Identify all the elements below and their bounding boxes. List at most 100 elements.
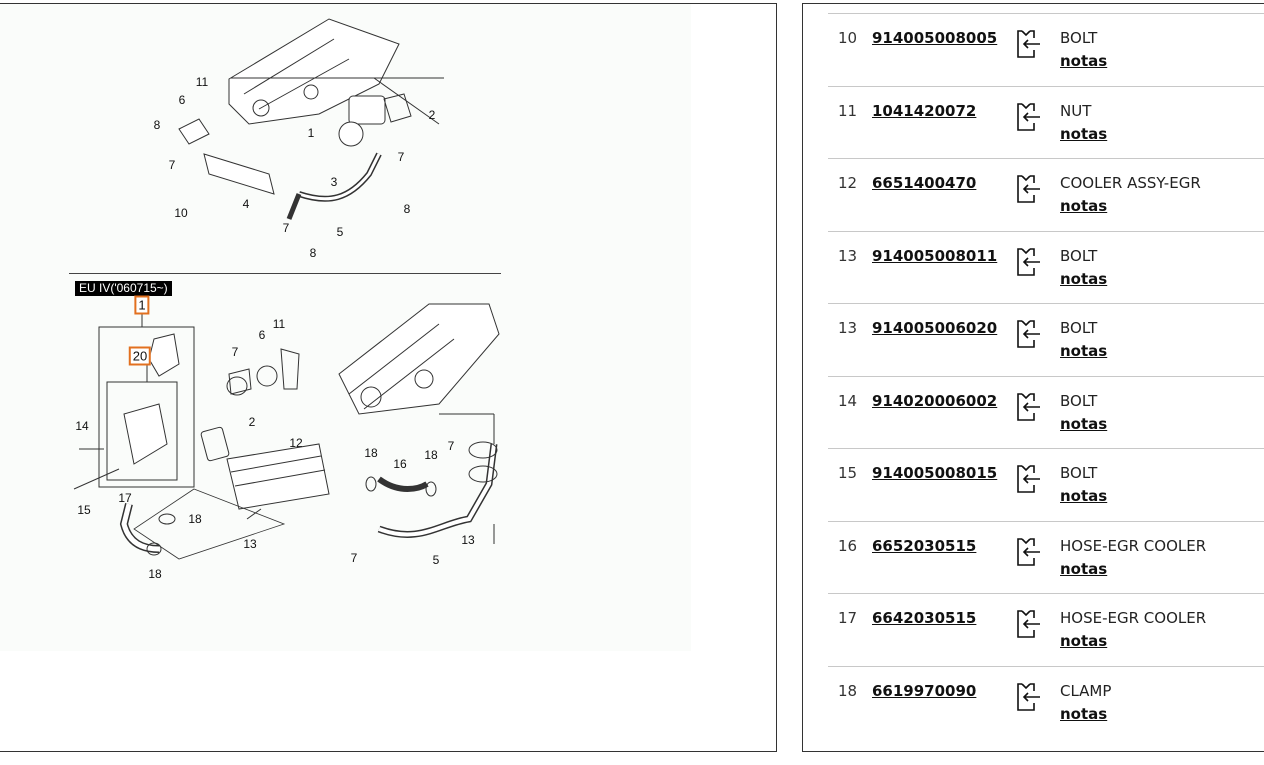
notes-link[interactable]: notas	[1060, 269, 1108, 288]
part-code-link[interactable]: 914020006002	[872, 391, 998, 410]
callout[interactable]: 7	[447, 439, 455, 453]
parts-list: 10 914005008005 BOLT notas 11 1041420072…	[802, 3, 1264, 752]
notes-link[interactable]: notas	[1060, 559, 1108, 578]
callout[interactable]: 5	[336, 225, 344, 239]
variant-label: EU IV('060715~)	[75, 281, 172, 296]
notes-link[interactable]: notas	[1060, 52, 1108, 70]
notes-link[interactable]: notas	[1060, 487, 1108, 505]
callout[interactable]: 10	[174, 206, 188, 220]
part-number-ref: 13	[838, 246, 858, 265]
part-number-ref: 11	[838, 101, 858, 120]
callout[interactable]: 7	[282, 221, 290, 235]
part-number-ref: 16	[838, 536, 858, 555]
add-to-list-icon[interactable]	[1014, 608, 1042, 644]
add-to-list-icon[interactable]	[1014, 101, 1042, 137]
part-code-link[interactable]: 6651400470	[872, 174, 977, 192]
part-description: NUT	[1060, 101, 1092, 120]
part-row: 13 914005008011 BOLT notas	[828, 230, 1264, 304]
callout-highlighted[interactable]: 1	[134, 295, 150, 315]
callout[interactable]: 6	[178, 93, 186, 107]
callout[interactable]: 1	[307, 126, 315, 140]
part-row: 17 6642030515 HOSE-EGR COOLER notas	[828, 593, 1264, 666]
callout[interactable]: 12	[289, 436, 303, 450]
callout[interactable]: 7	[397, 150, 405, 164]
part-number-ref: 14	[838, 391, 858, 410]
part-row: 13 914005006020 BOLT notas	[828, 303, 1264, 376]
callout[interactable]: 18	[148, 567, 162, 581]
part-description: BOLT	[1060, 464, 1098, 482]
callout[interactable]: 2	[428, 108, 436, 122]
part-description: BOLT	[1060, 29, 1098, 47]
notes-link[interactable]: notas	[1060, 414, 1108, 433]
part-row: 15 914005008015 BOLT notas	[828, 448, 1264, 521]
notes-link[interactable]: notas	[1060, 704, 1108, 723]
part-code-link[interactable]: 914005008015	[872, 464, 998, 482]
add-to-list-icon[interactable]	[1014, 463, 1042, 499]
notes-link[interactable]: notas	[1060, 342, 1108, 360]
callout[interactable]: 7	[231, 345, 239, 359]
part-row: 14 914020006002 BOLT notas	[828, 375, 1264, 449]
notes-link[interactable]: notas	[1060, 197, 1108, 215]
part-number-ref: 17	[838, 609, 858, 627]
notes-link[interactable]: notas	[1060, 632, 1108, 650]
part-code-link[interactable]: 6652030515	[872, 536, 977, 555]
callout-highlighted[interactable]: 20	[128, 346, 152, 366]
callout[interactable]: 11	[195, 75, 209, 89]
part-code-link[interactable]: 6642030515	[872, 609, 977, 627]
add-to-list-icon[interactable]	[1014, 318, 1042, 354]
callout[interactable]: 6	[258, 328, 266, 342]
callout[interactable]: 15	[77, 503, 91, 517]
callout[interactable]: 18	[364, 446, 378, 460]
add-to-list-icon[interactable]	[1014, 28, 1042, 64]
add-to-list-icon[interactable]	[1014, 173, 1042, 209]
callout[interactable]: 7	[168, 158, 176, 172]
part-description: HOSE-EGR COOLER	[1060, 609, 1207, 627]
callout[interactable]: 8	[153, 118, 161, 132]
callout[interactable]: 18	[188, 512, 202, 526]
part-code-link[interactable]: 1041420072	[872, 101, 977, 120]
egr-assembly-drawing	[73, 18, 500, 560]
callout[interactable]: 3	[330, 175, 338, 189]
callout[interactable]: 14	[75, 419, 89, 433]
callout[interactable]: 16	[393, 457, 407, 471]
callout[interactable]: 4	[242, 197, 250, 211]
part-code-link[interactable]: 6619970090	[872, 681, 977, 700]
callout[interactable]: 2	[248, 415, 256, 429]
part-description: COOLER ASSY-EGR	[1060, 174, 1201, 192]
part-row: 11 1041420072 NUT notas	[828, 85, 1264, 159]
add-to-list-icon[interactable]	[1014, 391, 1042, 427]
part-code-link[interactable]: 914005008005	[872, 29, 998, 47]
add-to-list-icon[interactable]	[1014, 246, 1042, 282]
part-row: 10 914005008005 BOLT notas	[828, 13, 1264, 86]
part-row: 12 6651400470 COOLER ASSY-EGR notas	[828, 158, 1264, 231]
callout[interactable]: 13	[243, 537, 257, 551]
notes-link[interactable]: notas	[1060, 124, 1108, 143]
part-number-ref: 18	[838, 681, 858, 700]
part-code-link[interactable]: 914005006020	[872, 319, 998, 337]
part-number-ref: 10	[838, 29, 858, 47]
part-description: HOSE-EGR COOLER	[1060, 536, 1207, 555]
section-divider	[69, 273, 501, 274]
part-description: BOLT	[1060, 391, 1098, 410]
callout[interactable]: 8	[309, 246, 317, 260]
callout[interactable]: 18	[424, 448, 438, 462]
diagram-panel: EU IV('060715~) 11 6 8 7 1 2 7 3 10 4 8 …	[0, 3, 777, 752]
part-row: 18 6619970090 CLAMP notas	[828, 665, 1264, 739]
callout[interactable]: 17	[118, 491, 132, 505]
part-description: BOLT	[1060, 319, 1098, 337]
part-number-ref: 12	[838, 174, 858, 192]
part-number-ref: 15	[838, 464, 858, 482]
add-to-list-icon[interactable]	[1014, 536, 1042, 572]
part-row: 16 6652030515 HOSE-EGR COOLER notas	[828, 520, 1264, 594]
add-to-list-icon[interactable]	[1014, 681, 1042, 717]
callout[interactable]: 7	[350, 551, 358, 565]
callout[interactable]: 5	[432, 553, 440, 567]
parts-diagram: EU IV('060715~) 11 6 8 7 1 2 7 3 10 4 8 …	[0, 4, 691, 651]
part-description: BOLT	[1060, 246, 1098, 265]
part-number-ref: 13	[838, 319, 858, 337]
part-description: CLAMP	[1060, 681, 1112, 700]
callout[interactable]: 13	[461, 533, 475, 547]
callout[interactable]: 11	[272, 317, 286, 331]
part-code-link[interactable]: 914005008011	[872, 246, 998, 265]
callout[interactable]: 8	[403, 202, 411, 216]
